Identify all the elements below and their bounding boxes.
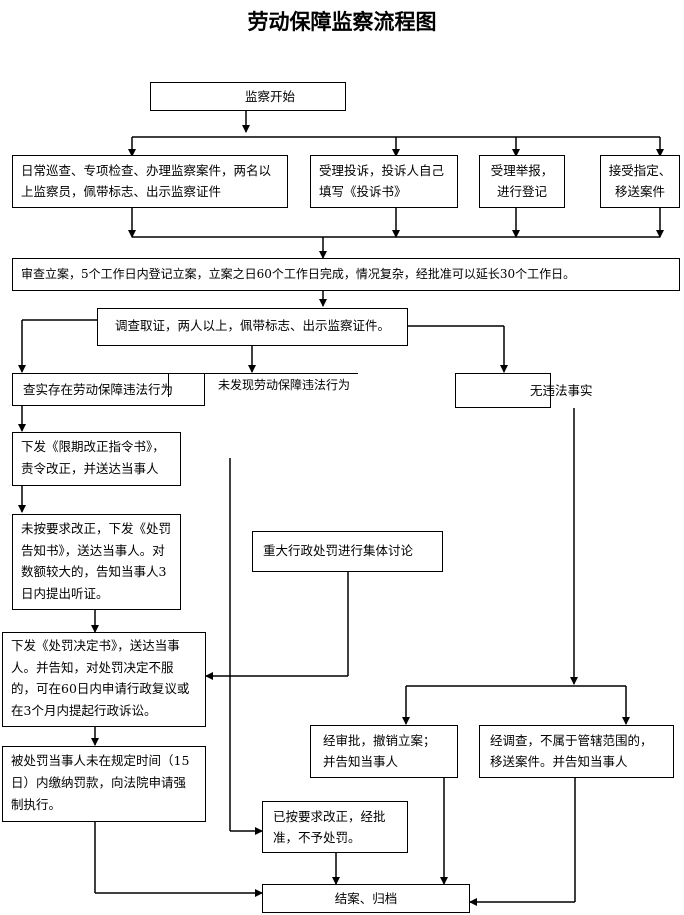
page-title: 劳动保障监察流程图 <box>247 10 437 34</box>
node-no-violation-found-label: 未发现劳动保障违法行为 <box>217 378 350 392</box>
node-order: 下发《限期改正指令书》，责令改正，并送达当事人 <box>12 432 181 486</box>
node-major-label: 重大行政处罚进行集体讨论 <box>263 543 414 558</box>
node-close-label: 结案、归档 <box>334 891 398 906</box>
node-start: 监察开始 <box>150 82 346 111</box>
node-complaint: 受理投诉，投诉人自己填写《投诉书》 <box>310 155 458 208</box>
node-no-fact: 无违法事实 <box>455 373 593 408</box>
node-complaint-label: 受理投诉，投诉人自己填写《投诉书》 <box>319 163 445 199</box>
node-close: 结案、归档 <box>262 884 470 913</box>
node-no-violation-found: 未发现劳动保障违法行为 <box>168 373 358 397</box>
node-review: 审查立案，5个工作日内登记立案，立案之日60个工作日完成，情况复杂，经批准可以延… <box>12 258 680 291</box>
node-transfer-label: 接受指定、移送案件 <box>608 163 672 199</box>
node-daily: 日常巡查、专项检查、办理监察案件，两名以上监察员，佩带标志、出示监察证件 <box>12 155 288 208</box>
node-major: 重大行政处罚进行集体讨论 <box>252 531 443 572</box>
node-violation: 查实存在劳动保障违法行为 <box>12 373 205 406</box>
node-notice: 未按要求改正，下发《处罚告知书》，送达当事人。对数额较大的，告知当事人3日内提出… <box>12 514 181 610</box>
node-revoke-label: 经审批，撤销立案；并告知当事人 <box>323 733 436 769</box>
node-decision: 下发《处罚决定书》，送达当事人。并告知，对处罚决定不服的，可在60日内申请行政复… <box>2 632 206 727</box>
node-outside-label: 经调查，不属于管辖范围的，移送案件。并告知当事人 <box>490 733 653 769</box>
node-transfer: 接受指定、移送案件 <box>600 155 680 208</box>
node-investigate-label: 调查取证，两人以上，佩带标志、出示监察证件。 <box>114 318 390 333</box>
node-start-label: 监察开始 <box>244 89 295 104</box>
node-enforce-label: 被处罚当事人未在规定时间（15日）内缴纳罚款，向法院申请强制执行。 <box>11 753 190 812</box>
node-corrected: 已按要求改正，经批准，不予处罚。 <box>262 801 408 853</box>
node-report-label: 受理举报，进行登记 <box>490 163 554 199</box>
node-investigate: 调查取证，两人以上，佩带标志、出示监察证件。 <box>97 308 408 346</box>
node-review-label: 审查立案，5个工作日内登记立案，立案之日60个工作日完成，情况复杂，经批准可以延… <box>21 267 576 281</box>
node-no-fact-label: 无违法事实 <box>530 383 593 398</box>
node-outside: 经调查，不属于管辖范围的，移送案件。并告知当事人 <box>479 725 674 778</box>
node-violation-label: 查实存在劳动保障违法行为 <box>23 382 174 397</box>
node-enforce: 被处罚当事人未在规定时间（15日）内缴纳罚款，向法院申请强制执行。 <box>2 746 206 822</box>
node-corrected-label: 已按要求改正，经批准，不予处罚。 <box>273 809 386 845</box>
node-notice-label: 未按要求改正，下发《处罚告知书》，送达当事人。对数额较大的，告知当事人3日内提出… <box>21 521 172 601</box>
node-decision-label: 下发《处罚决定书》，送达当事人。并告知，对处罚决定不服的，可在60日内申请行政复… <box>11 638 190 718</box>
node-report: 受理举报，进行登记 <box>479 155 565 208</box>
node-revoke: 经审批，撤销立案；并告知当事人 <box>310 725 458 778</box>
node-daily-label: 日常巡查、专项检查、办理监察案件，两名以上监察员，佩带标志、出示监察证件 <box>21 163 272 199</box>
node-order-label: 下发《限期改正指令书》，责令改正，并送达当事人 <box>21 439 165 476</box>
